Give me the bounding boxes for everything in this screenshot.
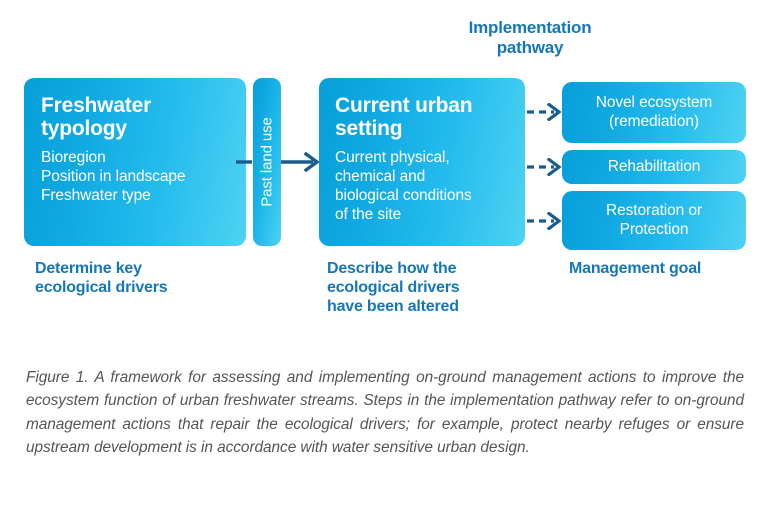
step-caption-describe-how-altered: Describe how the ecological drivers have… [327, 260, 460, 316]
stage-box-body: Current physical, chemical and biologica… [335, 149, 472, 223]
figure-caption: Figure 1. A framework for assessing and … [26, 369, 744, 457]
dashed-arrow-icon [527, 103, 562, 121]
step-caption-management-goal: Management goal [569, 260, 702, 277]
stage-box-title: Current urban setting [335, 94, 473, 140]
stage-box-freshwater-typology: Freshwater typology Bioregion Position i… [24, 78, 246, 246]
dashed-arrow-icon [527, 158, 562, 176]
goal-box-restoration-or-protection: Restoration or Protection [562, 191, 746, 250]
goal-box-novel-ecosystem: Novel ecosystem (remediation) [562, 82, 746, 143]
dashed-arrow-icon [527, 212, 562, 230]
stage-box-body: Bioregion Position in landscape Freshwat… [41, 149, 186, 204]
goal-box-label: Novel ecosystem (remediation) [595, 93, 713, 130]
goal-box-label: Rehabilitation [607, 157, 701, 175]
step-caption-determine-key-ecological-drivers: Determine key ecological drivers [35, 260, 168, 297]
stage-box-current-urban-setting: Current urban setting Current physical, … [319, 78, 525, 246]
implementation-pathway-heading: Implementation pathway [468, 18, 592, 58]
goal-box-label: Restoration or Protection [606, 201, 702, 238]
stage-box-title: Freshwater typology [41, 94, 152, 140]
solid-arrow-icon [236, 152, 320, 172]
connector-box-past-land-use: Past land use [253, 78, 281, 246]
goal-box-rehabilitation: Rehabilitation [562, 150, 746, 184]
